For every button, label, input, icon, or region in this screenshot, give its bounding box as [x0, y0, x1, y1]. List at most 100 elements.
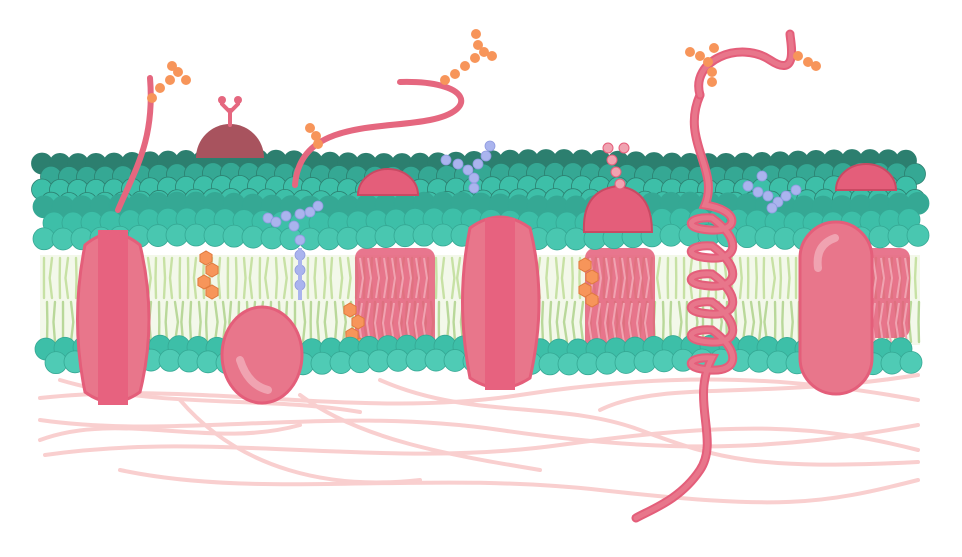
- lipid-tail-highlight: [902, 257, 910, 344]
- sugar-unit: [709, 43, 719, 53]
- sugar-unit: [313, 139, 323, 149]
- lipid-tail: [221, 300, 227, 344]
- sugar-unit: [695, 51, 705, 61]
- cholesterol-ring: [578, 257, 592, 273]
- actin-filament: [298, 393, 542, 472]
- sugar-unit: [614, 178, 626, 190]
- sugar-unit: [472, 158, 484, 170]
- lipid-tail: [560, 256, 566, 300]
- lipid-tail: [669, 300, 673, 344]
- actin-filament: [38, 423, 302, 442]
- sugar-unit: [270, 216, 282, 228]
- cholesterol-ring: [578, 282, 592, 298]
- lipid-tail: [571, 300, 577, 344]
- cytoskeleton-filaments: [38, 373, 920, 505]
- sugar-unit: [167, 61, 177, 71]
- lipid-tail: [180, 300, 185, 344]
- cholesterol-ring: [205, 262, 219, 278]
- sugar-unit: [484, 140, 496, 152]
- lipid-tail-highlight: [878, 257, 886, 344]
- lipid-tail-highlight: [611, 257, 619, 344]
- lipid-tail: [197, 300, 202, 344]
- sugar-unit: [234, 96, 242, 104]
- cholesterol-ring: [585, 269, 599, 285]
- sugar-unit: [280, 210, 292, 222]
- sugar-unit: [685, 47, 695, 57]
- integral-protein-stripe: [485, 218, 515, 390]
- lipid-tail: [52, 300, 57, 344]
- lipid-tail: [548, 300, 553, 344]
- lipid-tail: [913, 256, 918, 300]
- actin-filament: [43, 426, 920, 457]
- actin-filament: [118, 468, 920, 505]
- glycoproteins-and-glycolipids: [115, 29, 821, 300]
- lipid-tail: [48, 256, 54, 300]
- sugar-unit: [181, 75, 191, 85]
- sugar-unit: [440, 154, 452, 166]
- sugar-unit: [147, 93, 157, 103]
- lipid-tail-highlight: [389, 257, 397, 344]
- lipid-tail: [248, 256, 254, 300]
- lipid-tail: [786, 256, 791, 300]
- alpha-helix-protein-core: [633, 92, 736, 521]
- lipid-tail: [188, 300, 193, 344]
- lipid-tail-highlight: [373, 257, 381, 344]
- lipid-tail: [74, 256, 78, 300]
- lipid-tail: [301, 300, 307, 344]
- lipid-tail: [554, 256, 559, 300]
- sugar-unit: [468, 182, 480, 194]
- lipid-tail: [323, 300, 329, 344]
- lipid-tail-highlight: [627, 257, 635, 344]
- glycan-stub: [220, 102, 240, 127]
- lipid-tail: [274, 256, 279, 300]
- lipid-tail: [555, 300, 561, 344]
- lipid-tail: [545, 256, 550, 300]
- sugar-unit: [762, 190, 774, 202]
- lipid-tail: [64, 256, 70, 300]
- sugar-unit: [473, 40, 483, 50]
- lipid-tail: [789, 300, 794, 344]
- phospholipid-head: [906, 223, 930, 247]
- lipid-tail: [264, 256, 270, 300]
- actin-filament: [38, 377, 920, 406]
- alpha-helix-protein-tail-core: [696, 31, 795, 98]
- lipid-tail-highlight: [886, 257, 894, 344]
- lipid-tail: [781, 300, 785, 344]
- sugar-unit: [610, 166, 622, 178]
- cholesterol-ring: [197, 274, 211, 290]
- sugar-unit: [487, 51, 497, 61]
- lipid-tail: [313, 256, 318, 300]
- lipid-tail: [440, 256, 446, 300]
- cholesterol-ring: [351, 314, 365, 330]
- sugar-unit: [479, 47, 489, 57]
- sugar-unit: [165, 75, 175, 85]
- cholesterol-ring: [199, 250, 213, 266]
- peripheral-protein: [220, 305, 304, 405]
- cholesterol-ring: [585, 292, 599, 308]
- lipid-tail: [757, 300, 763, 344]
- sugar-unit: [602, 142, 614, 154]
- cholesterol-group: [197, 250, 599, 353]
- sugar-unit: [468, 172, 480, 184]
- actin-filament: [178, 398, 422, 485]
- lipid-tail: [69, 300, 75, 344]
- lipid-tail: [562, 300, 569, 344]
- sugar-unit: [793, 51, 803, 61]
- protein-highlight: [236, 356, 272, 394]
- lipid-tail: [455, 256, 462, 300]
- lipid-tail: [322, 256, 327, 300]
- sugar-unit: [304, 206, 316, 218]
- lipid-tail: [661, 300, 665, 344]
- lipid-tail: [749, 300, 756, 344]
- lipid-tail: [579, 300, 585, 344]
- lipid-tail-highlight: [619, 257, 627, 344]
- lipid-tail: [655, 256, 662, 300]
- lipid-tail-highlight: [894, 257, 902, 344]
- lipid-tail: [677, 300, 683, 344]
- lipid-tail-highlight: [603, 257, 611, 344]
- sugar-unit: [707, 67, 717, 77]
- lipid-tail: [754, 256, 759, 300]
- sugar-unit: [305, 123, 315, 133]
